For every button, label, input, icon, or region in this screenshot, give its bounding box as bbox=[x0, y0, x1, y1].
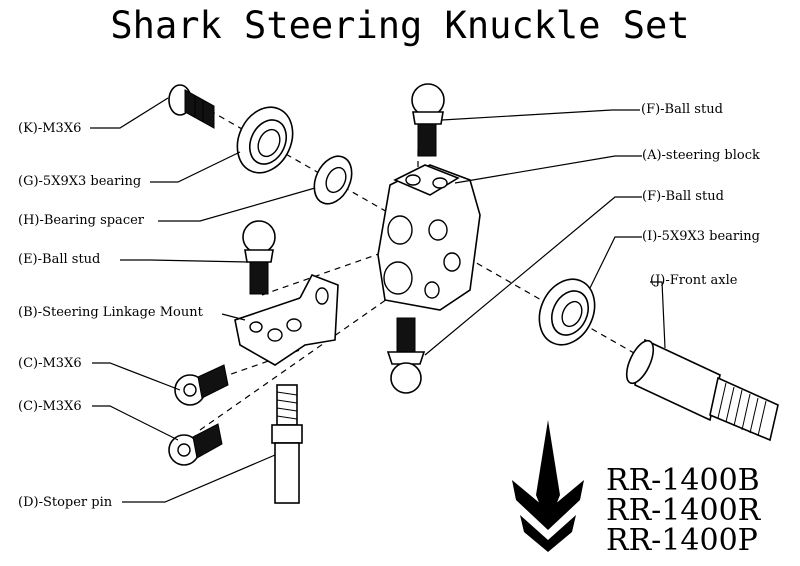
shark-logo-icon bbox=[512, 420, 584, 552]
leader-k bbox=[90, 97, 169, 129]
label-g-bearing: (G)-5X9X3 bearing bbox=[18, 174, 142, 189]
assembly-axis-mount bbox=[261, 249, 391, 296]
leader-f1 bbox=[441, 109, 640, 121]
leader-b bbox=[221, 313, 246, 321]
label-j-front-axle: (J)-Front axle bbox=[650, 273, 738, 288]
leader-j bbox=[650, 281, 666, 349]
f-ball-stud-top-part bbox=[411, 83, 445, 157]
j-front-axle-part bbox=[625, 338, 779, 442]
label-f-ball-stud-1: (F)-Ball stud bbox=[641, 102, 723, 117]
leader-d bbox=[122, 454, 276, 503]
label-c-m3x6-2: (C)-M3X6 bbox=[18, 399, 82, 414]
label-b-linkage-mount: (B)-Steering Linkage Mount bbox=[18, 305, 203, 320]
leader-a bbox=[454, 155, 642, 184]
leader-i bbox=[589, 236, 642, 289]
c-screw-2-part bbox=[168, 423, 223, 466]
label-d-stoper-pin: (D)-Stoper pin bbox=[18, 495, 113, 510]
c-screw-1-part bbox=[174, 364, 229, 406]
leader-c2 bbox=[92, 405, 179, 441]
label-c-m3x6-1: (C)-M3X6 bbox=[18, 356, 82, 371]
b-linkage-mount-part bbox=[234, 273, 339, 366]
part-code-p: RR-1400P bbox=[606, 523, 758, 558]
diagram-title: Shark Steering Knuckle Set bbox=[110, 4, 690, 47]
leader-h bbox=[158, 187, 316, 222]
label-i-bearing: (I)-5X9X3 bearing bbox=[642, 229, 760, 244]
part-code-r: RR-1400R bbox=[606, 493, 761, 528]
label-h-spacer: (H)-Bearing spacer bbox=[18, 213, 145, 228]
g-bearing-part bbox=[236, 106, 294, 174]
label-f-ball-stud-2: (F)-Ball stud bbox=[642, 189, 724, 204]
leader-e bbox=[120, 259, 249, 263]
leader-c1 bbox=[92, 362, 181, 391]
f-ball-stud-bottom-part bbox=[386, 317, 426, 394]
leader-g bbox=[150, 151, 241, 183]
a-steering-block-part bbox=[377, 164, 481, 311]
leader-f2 bbox=[424, 196, 642, 356]
e-ball-stud-part bbox=[242, 220, 276, 295]
label-k-m3x6: (K)-M3X6 bbox=[18, 121, 82, 136]
part-code-b: RR-1400B bbox=[606, 463, 760, 498]
label-e-ball-stud: (E)-Ball stud bbox=[18, 252, 101, 267]
i-bearing-part bbox=[538, 278, 596, 346]
d-stoper-pin-part bbox=[271, 384, 303, 504]
h-spacer-part bbox=[313, 155, 353, 205]
assembly-axis-lower bbox=[199, 289, 401, 431]
k-screw-part bbox=[168, 84, 215, 129]
label-a-steering-block: (A)-steering block bbox=[642, 148, 760, 163]
